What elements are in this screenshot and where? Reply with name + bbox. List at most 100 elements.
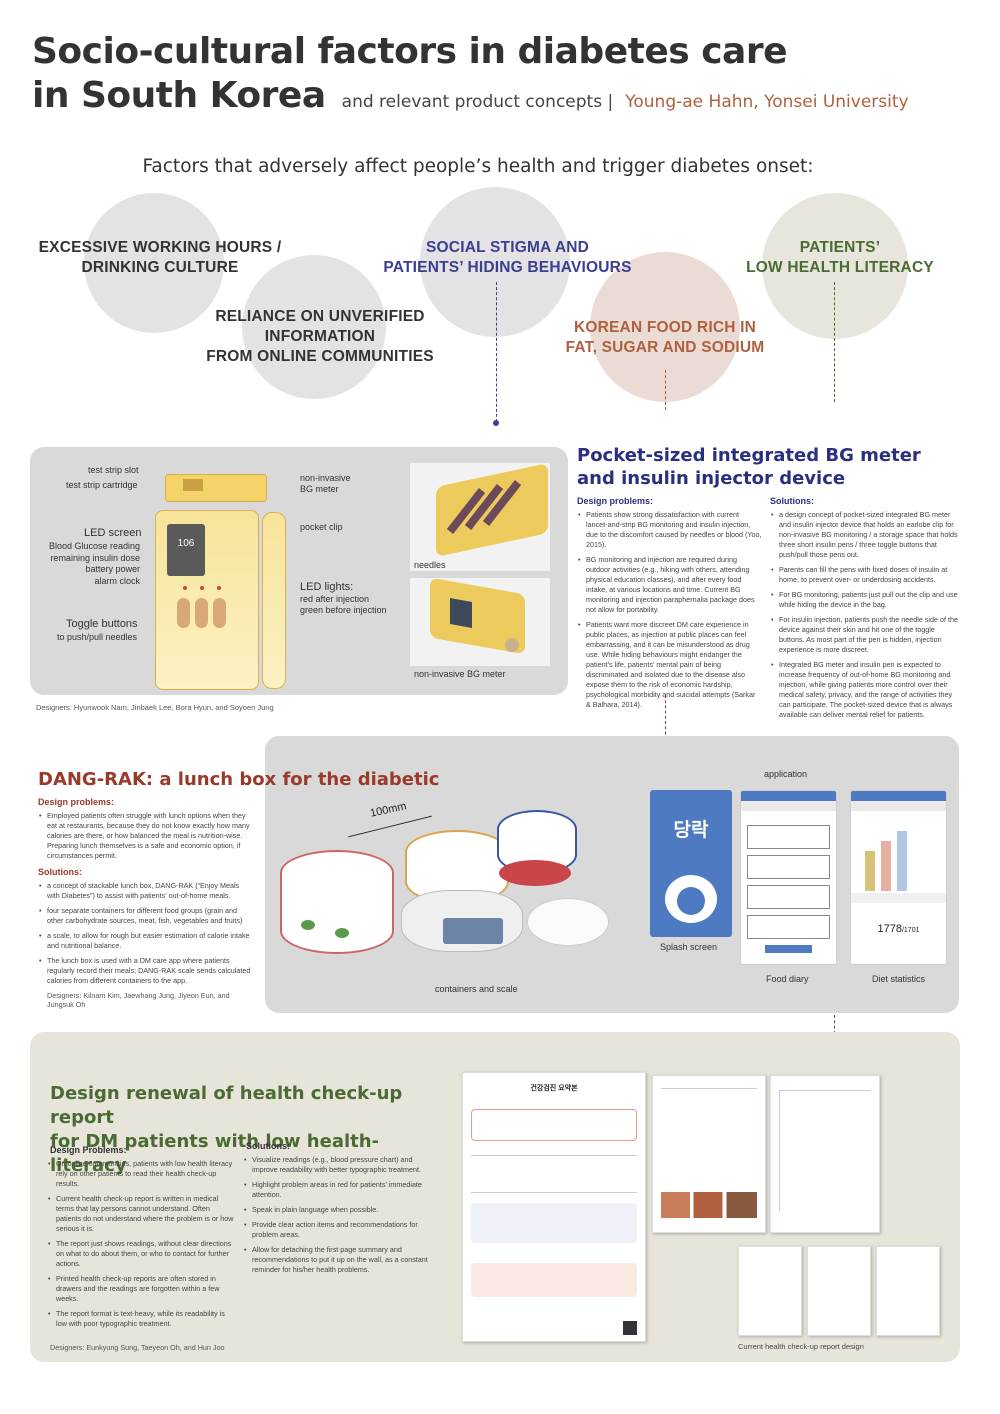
checkup-problem-4: Printed health check-up reports are ofte… [48,1274,235,1304]
checkup-problems: Design Problems: On online communities, … [48,1145,235,1352]
app-logo: 당락 [673,820,709,841]
diary-row-4 [747,915,830,939]
food-diary-screen [740,790,837,965]
current-report-3 [876,1246,940,1336]
splash-screen: 당락 [650,790,732,937]
dangrak-designers: Designers: Kilnam Kim, Jaewhang Jung, Ji… [47,991,230,1009]
toggle-button-1[interactable] [177,598,190,628]
checkup-problem-5: The report format is text-heavy, while i… [48,1309,235,1329]
diary-button[interactable] [765,945,812,953]
checkup-problem-2: Current health check-up report is writte… [48,1194,235,1234]
diary-row-2 [747,855,830,879]
stat-value-block: 1778/1701 [851,923,946,935]
checkup-solution-2: Highlight problem areas in red for patie… [244,1180,436,1200]
diet-statistics-screen: 1778/1701 [850,790,947,965]
diary-row-3 [747,885,830,909]
author: Young-ae Hahn, Yonsei University [625,92,909,112]
lunchbox-photo: 100mm [275,790,630,990]
checkup-solutions-heading: Solutions: [246,1141,290,1151]
new-report-page: 건강검진 요약본 [462,1072,646,1342]
connector-food [665,370,666,410]
dangrak-problems-heading: Design problems: [38,797,115,807]
new-report-page-3 [770,1075,880,1233]
bg-solution-1: a design concept of pocket-sized integra… [771,510,958,560]
factor-circle-5 [762,193,908,339]
bg-solution-2: Parents can fill the pens with fixed dos… [771,565,958,585]
connector-food-2 [665,695,666,750]
subtitle: and relevant product concepts | [341,92,614,112]
report-title: 건강검진 요약본 [530,1085,578,1092]
report-advice-box [471,1203,637,1243]
led-light-3 [217,586,221,590]
stat-value: 1778 [877,923,902,935]
bg-problem-2: BG monitoring and injection are required… [578,555,762,615]
current-report-1 [738,1246,802,1336]
needles-photo [410,463,550,571]
dangrak-text: Design problems: Employed patients often… [38,797,253,1009]
test-strip-cartridge [165,474,267,502]
label-non-invasive-photo: non-invasive BG meter [414,669,506,679]
lid [527,898,609,946]
checkup-problems-heading: Design Problems: [50,1145,127,1155]
factor-health-literacy: PATIENTS’ LOW HEALTH LITERACY [746,239,934,276]
current-report-label: Current health check-up report design [738,1342,864,1351]
label-led-lights-detail: red after injection green before injecti… [300,594,387,615]
label-led-screen-detail: Blood Glucose reading remaining insulin … [48,541,140,586]
checkup-solutions: Solutions: Visualize readings (e.g., blo… [244,1141,436,1280]
report-vitals-row [471,1109,637,1141]
screen-value: 106 [177,538,195,549]
new-report-page-2 [652,1075,766,1233]
dangrak-solution-4: The lunch box is used with a DM care app… [39,956,253,986]
bg-meter-title: Pocket-sized integrated BG meter and ins… [577,445,921,489]
factor-korean-food: KOREAN FOOD RICH IN FAT, SUGAR AND SODIU… [565,319,765,356]
application-label: application [764,769,808,779]
stat-target: /1701 [901,927,920,934]
factors-heading: Factors that adversely affect people’s h… [142,156,814,177]
checkup-solution-5: Allow for detaching the first page summa… [244,1245,436,1275]
led-light-2 [200,586,204,590]
diary-row-1 [747,825,830,849]
current-report-2 [807,1246,871,1336]
connector-literacy [834,282,835,402]
label-needles: needles [414,560,446,570]
bg-meter-solutions: Solutions: a design concept of pocket-si… [770,496,958,725]
toggle-button-3[interactable] [213,598,226,628]
stats-bar-2 [881,841,891,891]
splash-label: Splash screen [660,942,718,952]
label-non-invasive: non-invasive BG meter [300,473,351,494]
label-toggle-buttons: Toggle buttons [66,618,138,630]
dangrak-title: DANG-RAK: a lunch box for the diabetic [38,769,440,790]
checkup-solution-4: Provide clear action items and recommend… [244,1220,436,1240]
food-diary-label: Food diary [766,974,809,984]
factor-online-info: RELIANCE ON UNVERIFIED INFORMATION FROM … [206,308,434,365]
dangrak-solution-1: a concept of stackable lunch box, DANG-R… [39,881,253,901]
label-test-strip-cartridge: test strip cartridge [66,480,138,490]
bg-problem-3: Patients want more discreet DM care expe… [578,620,762,710]
scale-display [443,918,503,944]
non-invasive-photo [410,578,550,666]
device-illustration: 106 [155,462,295,690]
label-pocket-clip: pocket clip [300,522,343,532]
factor-circle-1 [84,193,224,333]
report-photos [661,1192,757,1218]
diet-statistics-label: Diet statistics [872,974,926,984]
date-strip [851,893,946,903]
factor-circle-2 [242,255,386,399]
label-toggle-detail: to push/pull needles [57,632,138,642]
label-led-lights: LED lights: [300,581,354,593]
label-led-screen: LED screen [84,527,142,539]
dangrak-solution-2: four separate containers for different f… [39,906,253,926]
toggle-button-2[interactable] [195,598,208,628]
bg-solution-4: For insulin injection, patients push the… [771,615,958,655]
dangrak-problem-1: Employed patients often struggle with lu… [39,811,253,861]
container-green [280,850,394,954]
factor-circle-3 [420,187,570,337]
container-red [499,860,571,886]
connector-dot-stigma [493,420,499,426]
checkup-problem-1: On online communities, patients with low… [48,1159,235,1189]
containers-label: containers and scale [435,984,518,994]
report-qr [623,1321,637,1335]
dangrak-solution-3: a scale, to allow for rough but easier e… [39,931,253,951]
title-line-1: Socio-cultural factors in diabetes care [32,31,788,72]
factor-working-hours: EXCESSIVE WORKING HOURS / DRINKING CULTU… [38,239,282,276]
